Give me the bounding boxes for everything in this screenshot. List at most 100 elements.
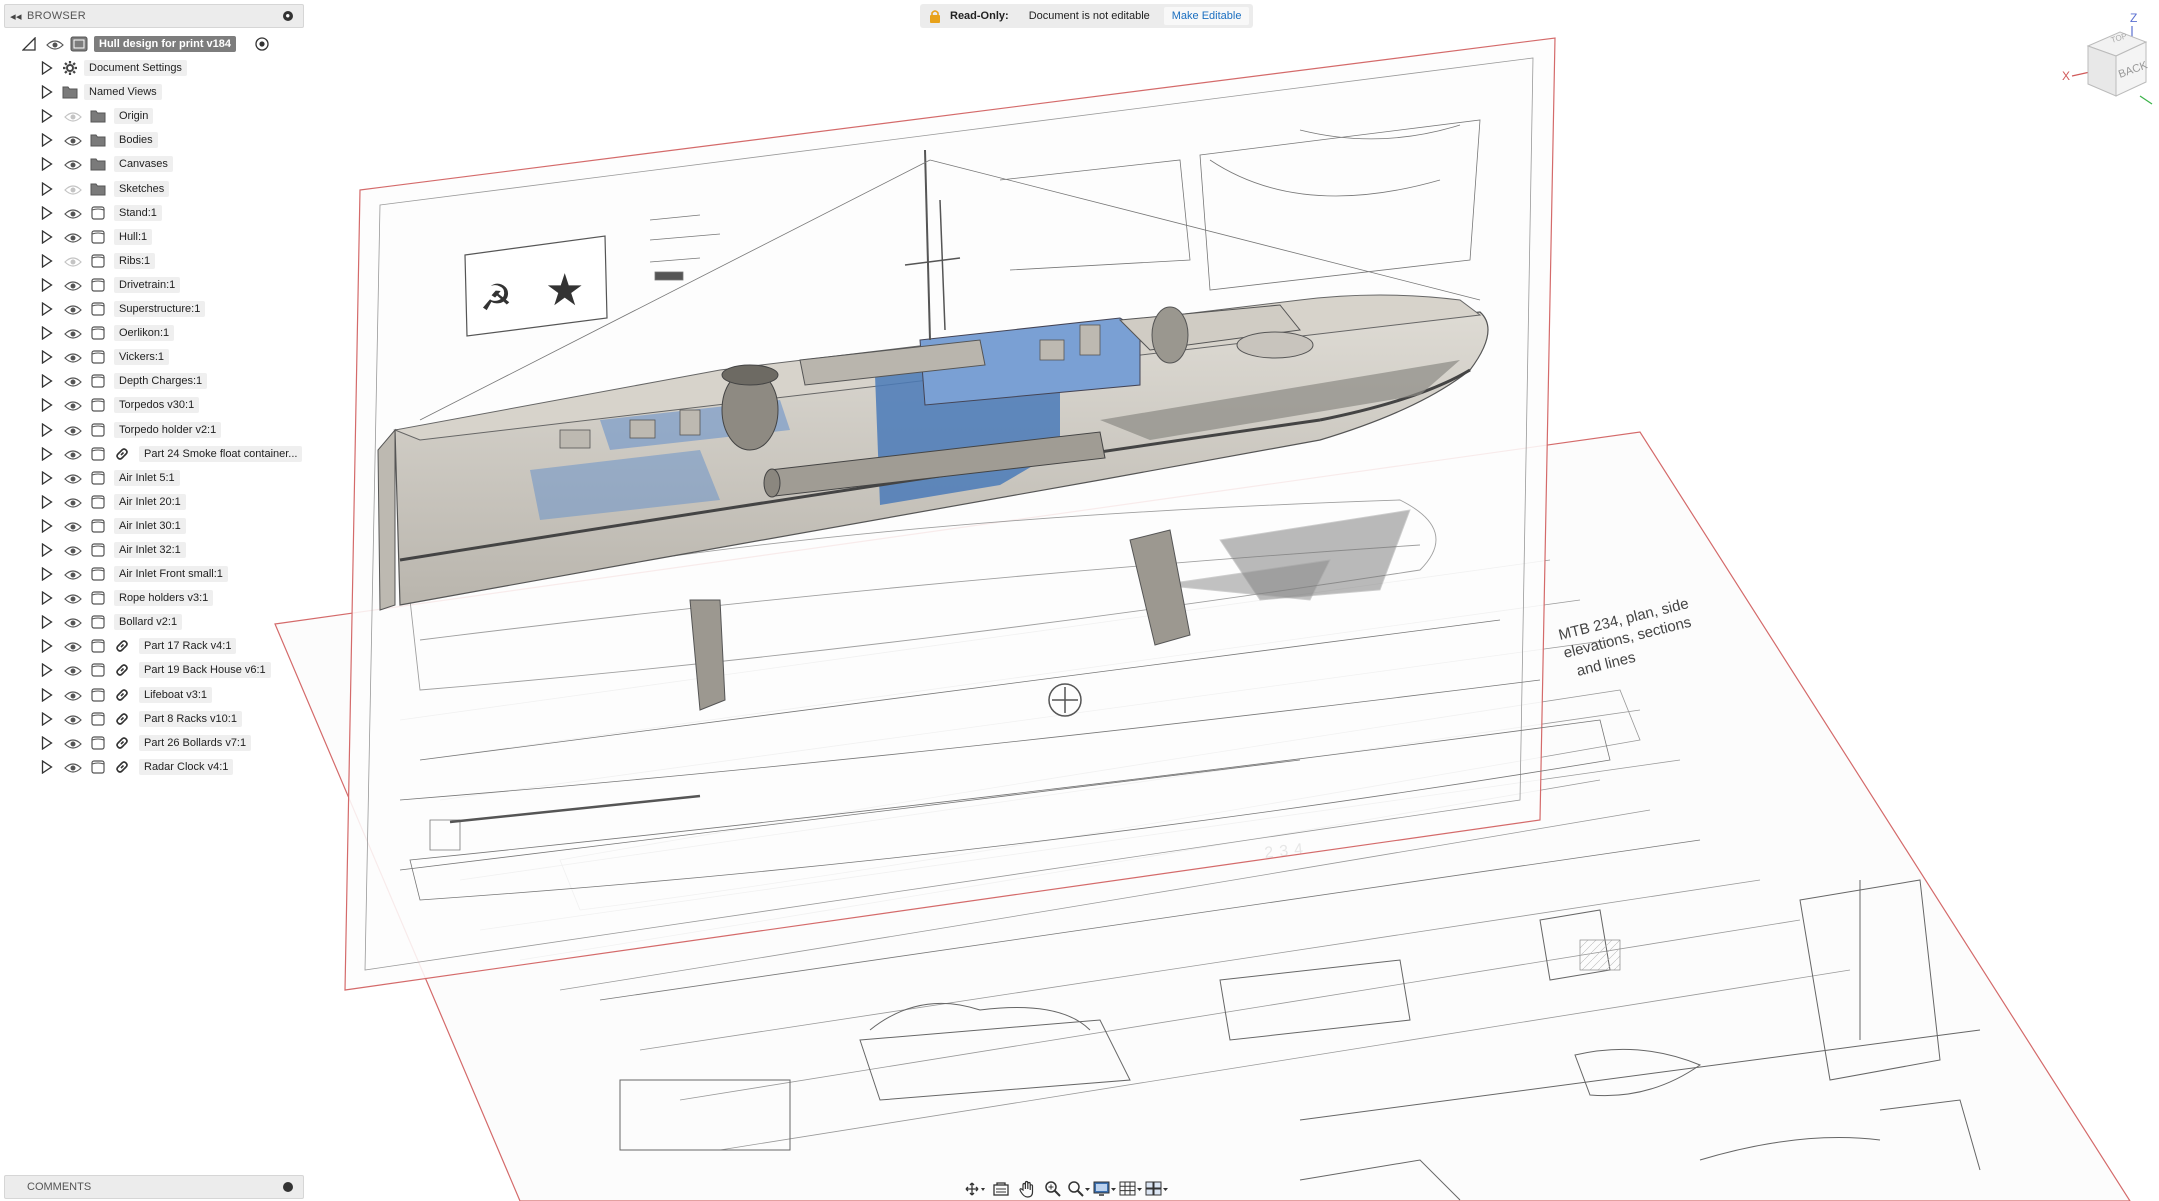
browser-item-label[interactable]: Bollard v2:1 bbox=[114, 614, 183, 631]
browser-item-torpedo-holder-v2-1[interactable]: Torpedo holder v2:1 bbox=[4, 418, 324, 442]
browser-item-label[interactable]: Part 19 Back House v6:1 bbox=[139, 662, 271, 679]
browser-item-label[interactable]: Air Inlet 5:1 bbox=[114, 469, 180, 486]
zoom-icon[interactable] bbox=[1040, 1179, 1066, 1199]
document-name-label[interactable]: Hull design for print v184 bbox=[94, 36, 237, 52]
browser-item-air-inlet-front-small-1[interactable]: Air Inlet Front small:1 bbox=[4, 562, 324, 586]
browser-item-label[interactable]: Canvases bbox=[114, 156, 173, 173]
browser-item-ribs-1[interactable]: Ribs:1 bbox=[4, 249, 324, 273]
browser-item-label[interactable]: Torpedo holder v2:1 bbox=[114, 421, 222, 438]
browser-item-document-settings[interactable]: Document Settings bbox=[4, 56, 324, 80]
expanded-triangle-icon[interactable] bbox=[21, 36, 36, 56]
zoom-window-icon[interactable] bbox=[1066, 1179, 1092, 1199]
expand-triangle-icon[interactable] bbox=[41, 133, 53, 148]
browser-item-named-views[interactable]: Named Views bbox=[4, 80, 324, 104]
browser-item-label[interactable]: Part 17 Rack v4:1 bbox=[139, 638, 237, 655]
expand-triangle-icon[interactable] bbox=[41, 446, 53, 461]
browser-item-label[interactable]: Sketches bbox=[114, 180, 170, 197]
eye-visible-icon[interactable] bbox=[64, 279, 82, 291]
eye-visible-icon[interactable] bbox=[64, 496, 82, 508]
grid-settings-icon[interactable] bbox=[1118, 1179, 1144, 1199]
expand-triangle-icon[interactable] bbox=[41, 567, 53, 582]
comments-panel[interactable]: COMMENTS bbox=[4, 1175, 304, 1199]
browser-item-torpedos-v30-1[interactable]: Torpedos v30:1 bbox=[4, 393, 324, 417]
viewports-icon[interactable] bbox=[1144, 1179, 1170, 1199]
expand-triangle-icon[interactable] bbox=[41, 253, 53, 268]
activate-component-icon[interactable] bbox=[254, 36, 270, 57]
expand-triangle-icon[interactable] bbox=[41, 157, 53, 172]
expand-triangle-icon[interactable] bbox=[41, 542, 53, 557]
browser-item-label[interactable]: Part 8 Racks v10:1 bbox=[139, 710, 242, 727]
browser-item-label[interactable]: Depth Charges:1 bbox=[114, 373, 208, 390]
browser-item-air-inlet-20-1[interactable]: Air Inlet 20:1 bbox=[4, 490, 324, 514]
eye-visible-icon[interactable] bbox=[64, 231, 82, 243]
browser-item-label[interactable]: Torpedos v30:1 bbox=[114, 397, 200, 414]
browser-item-rope-holders-v3-1[interactable]: Rope holders v3:1 bbox=[4, 586, 324, 610]
expand-triangle-icon[interactable] bbox=[41, 205, 53, 220]
eye-visible-icon[interactable] bbox=[64, 761, 82, 773]
eye-visible-icon[interactable] bbox=[64, 424, 82, 436]
eye-visible-icon[interactable] bbox=[64, 303, 82, 315]
browser-item-vickers-1[interactable]: Vickers:1 bbox=[4, 345, 324, 369]
browser-item-radar-clock-v4-1[interactable]: Radar Clock v4:1 bbox=[4, 755, 324, 779]
browser-item-oerlikon-1[interactable]: Oerlikon:1 bbox=[4, 321, 324, 345]
expand-triangle-icon[interactable] bbox=[41, 422, 53, 437]
browser-item-label[interactable]: Air Inlet 30:1 bbox=[114, 517, 186, 534]
eye-hidden-icon[interactable] bbox=[64, 255, 82, 267]
eye-visible-icon[interactable] bbox=[64, 207, 82, 219]
browser-item-label[interactable]: Part 24 Smoke float container... bbox=[139, 445, 303, 462]
browser-item-label[interactable]: Superstructure:1 bbox=[114, 301, 206, 318]
expand-triangle-icon[interactable] bbox=[41, 470, 53, 485]
expand-triangle-icon[interactable] bbox=[41, 374, 53, 389]
browser-item-lifeboat-v3-1[interactable]: Lifeboat v3:1 bbox=[4, 683, 324, 707]
browser-item-label[interactable]: Drivetrain:1 bbox=[114, 276, 181, 293]
browser-item-label[interactable]: Bodies bbox=[114, 132, 158, 149]
pan-icon[interactable] bbox=[1014, 1179, 1040, 1199]
browser-item-label[interactable]: Document Settings bbox=[84, 60, 187, 77]
expand-triangle-icon[interactable] bbox=[41, 735, 53, 750]
expand-triangle-icon[interactable] bbox=[41, 85, 53, 100]
expand-triangle-icon[interactable] bbox=[41, 61, 53, 76]
add-comment-icon[interactable] bbox=[283, 1182, 293, 1192]
eye-visible-icon[interactable] bbox=[64, 399, 82, 412]
browser-item-canvases[interactable]: Canvases bbox=[4, 152, 324, 176]
browser-item-label[interactable]: Oerlikon:1 bbox=[114, 325, 175, 342]
browser-item-superstructure-1[interactable]: Superstructure:1 bbox=[4, 297, 324, 321]
browser-item-origin[interactable]: Origin bbox=[4, 104, 324, 128]
eye-visible-icon[interactable] bbox=[64, 472, 82, 484]
browser-item-part-17-rack-v4-1[interactable]: Part 17 Rack v4:1 bbox=[4, 634, 324, 658]
browser-item-part-8-racks-v10-1[interactable]: Part 8 Racks v10:1 bbox=[4, 707, 324, 731]
expand-triangle-icon[interactable] bbox=[41, 494, 53, 509]
expand-triangle-icon[interactable] bbox=[41, 109, 53, 124]
browser-item-air-inlet-5-1[interactable]: Air Inlet 5:1 bbox=[4, 466, 324, 490]
eye-visible-icon[interactable] bbox=[64, 568, 82, 580]
browser-item-label[interactable]: Part 26 Bollards v7:1 bbox=[139, 734, 252, 751]
eye-visible-icon[interactable] bbox=[64, 640, 82, 652]
expand-triangle-icon[interactable] bbox=[41, 615, 53, 630]
eye-hidden-icon[interactable] bbox=[64, 183, 82, 195]
side-elevation-canvas[interactable]: ☭ ★ bbox=[344, 37, 1611, 991]
look-at-icon[interactable] bbox=[988, 1179, 1014, 1199]
expand-triangle-icon[interactable] bbox=[41, 350, 53, 365]
browser-item-part-26-bollards-v7-1[interactable]: Part 26 Bollards v7:1 bbox=[4, 731, 324, 755]
expand-triangle-icon[interactable] bbox=[41, 759, 53, 774]
eye-visible-icon[interactable] bbox=[64, 327, 82, 339]
eye-visible-icon[interactable] bbox=[64, 448, 82, 460]
view-cube[interactable]: Z X TOP BACK bbox=[2060, 8, 2156, 108]
eye-visible-icon[interactable] bbox=[64, 664, 82, 677]
display-settings-icon[interactable] bbox=[1092, 1179, 1118, 1199]
browser-item-bollard-v2-1[interactable]: Bollard v2:1 bbox=[4, 610, 324, 634]
browser-item-label[interactable]: Named Views bbox=[84, 84, 162, 101]
expand-triangle-icon[interactable] bbox=[41, 277, 53, 292]
eye-visible-icon[interactable] bbox=[64, 737, 82, 749]
expand-triangle-icon[interactable] bbox=[41, 398, 53, 413]
expand-triangle-icon[interactable] bbox=[41, 302, 53, 317]
hull-3d-model[interactable] bbox=[377, 149, 1489, 717]
panel-options-icon[interactable]: ● bbox=[283, 11, 293, 21]
browser-item-label[interactable]: Hull:1 bbox=[114, 228, 153, 245]
eye-visible-icon[interactable] bbox=[64, 689, 82, 701]
expand-triangle-icon[interactable] bbox=[41, 591, 53, 606]
browser-item-label[interactable]: Air Inlet 20:1 bbox=[114, 493, 186, 510]
make-editable-button[interactable]: Make Editable bbox=[1163, 7, 1250, 25]
eye-visible-icon[interactable] bbox=[64, 544, 82, 556]
expand-triangle-icon[interactable] bbox=[41, 518, 53, 533]
